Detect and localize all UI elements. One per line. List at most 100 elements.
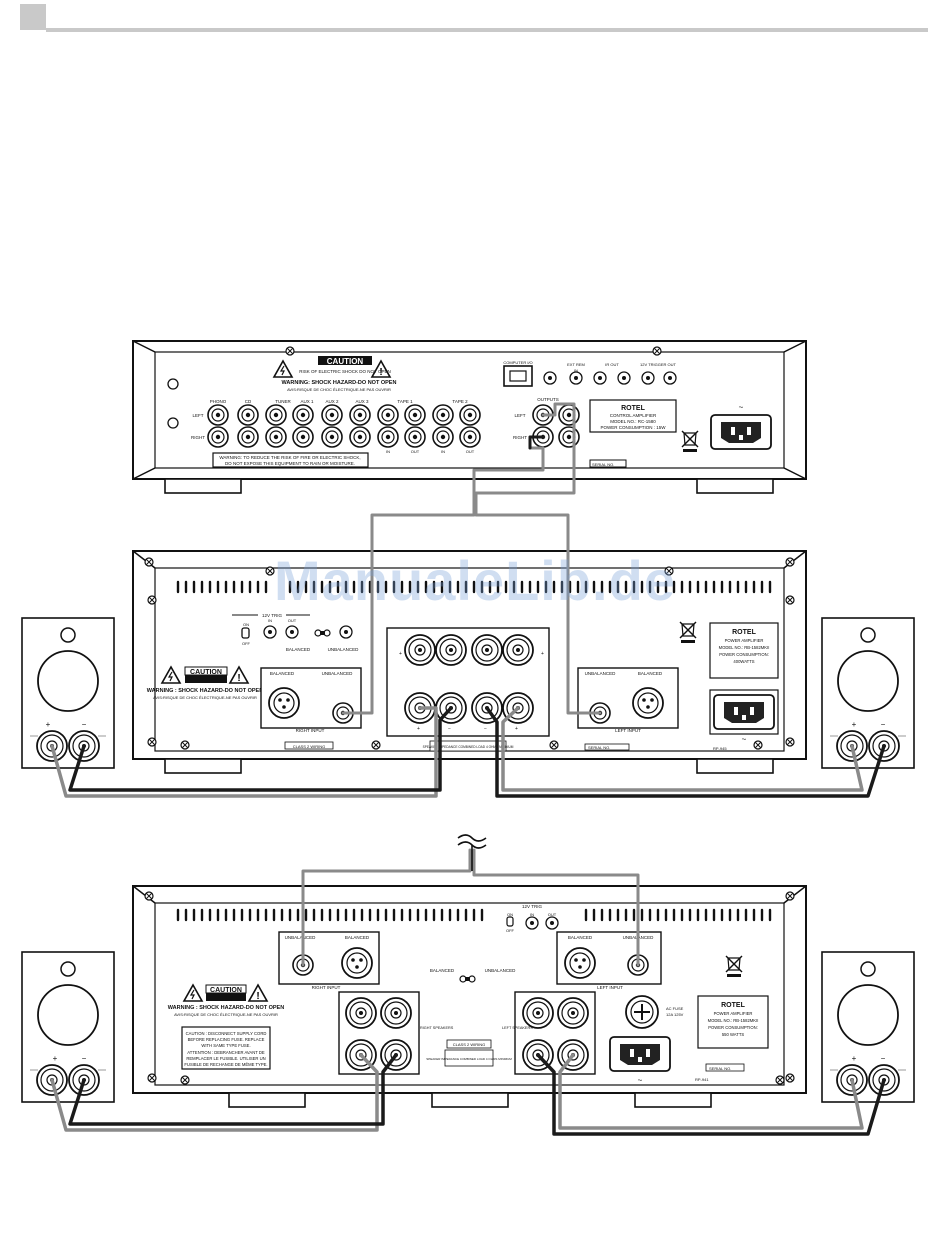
preamp-brand: ROTEL xyxy=(621,405,645,412)
warning-text: WARNING : SHOCK HAZARD-DO NOT OPEN xyxy=(147,688,263,694)
warning-text-fr: AVIS:RISQUE DE CHOC ÉLECTRIQUE-NE PAS OU… xyxy=(287,387,391,392)
speaker-minus-label: − xyxy=(881,1054,886,1063)
input-label-phono: PHONO xyxy=(210,399,227,404)
trigger-out-label: 12V TRIGGER OUT xyxy=(640,362,676,367)
ac-inlet[interactable] xyxy=(609,1036,671,1072)
tape1-out-label: OUT xyxy=(411,449,420,454)
input-label-aux3: AUX 3 xyxy=(355,399,369,404)
ac-inlet[interactable] xyxy=(710,414,772,450)
fuse-rating-1: AC FUSE xyxy=(666,1006,684,1011)
speaker-cable-left-positive xyxy=(50,706,438,798)
input-select-switch[interactable] xyxy=(314,629,331,637)
amp2-power-label: POWER CONSUMPTION: xyxy=(719,652,769,657)
right-xlr-input[interactable] xyxy=(268,687,300,719)
left-input-balanced-label: BALANCED xyxy=(568,935,593,940)
amp3-brand: ROTEL xyxy=(721,1002,745,1009)
left-xlr-input[interactable] xyxy=(632,687,664,719)
tape2-in-label: IN xyxy=(441,449,445,454)
terminal-plus-3: + xyxy=(417,726,420,732)
power-amplifier-two-channel-rear-panel: 12V TRIG ON OFF IN OUT BALANCED UNBALANC… xyxy=(132,550,807,774)
tape2-out-label: OUT xyxy=(466,449,475,454)
section-marker xyxy=(20,4,46,30)
ac-inlet[interactable] xyxy=(713,694,775,730)
trigger-in-jack[interactable] xyxy=(525,916,539,930)
speaker-right-bottom: + − xyxy=(822,952,914,1102)
left-channel-label: LEFT xyxy=(192,413,203,418)
interconnect-cable-left xyxy=(474,402,602,715)
speaker-minus-label: − xyxy=(881,720,886,729)
preamp-model: MODEL NO.: RC-1580 xyxy=(610,419,656,424)
trigger-out-jack[interactable] xyxy=(285,625,299,639)
speaker-cable-bottom-right-positive xyxy=(558,1053,864,1130)
fuse-caution-2: BEFORE REPLACING FUSE. REPLACE xyxy=(188,1037,265,1042)
ac-symbol: ~ xyxy=(638,1076,643,1085)
trigger-in-label: IN xyxy=(530,912,534,917)
outputs-label: OUTPUTS xyxy=(537,397,559,402)
amp2-brand: ROTEL xyxy=(732,629,756,636)
speaker-cable-bottom-left-positive xyxy=(50,1053,379,1132)
header-rule xyxy=(46,28,928,32)
trigger-in-jack[interactable] xyxy=(263,625,277,639)
speaker-minus-label: − xyxy=(82,720,87,729)
select-knob[interactable] xyxy=(339,625,353,639)
right-input-label: RIGHT INPUT xyxy=(312,985,341,990)
ir-out-label: IR OUT xyxy=(605,362,619,367)
serial-box xyxy=(589,459,627,468)
speaker-plus-label: + xyxy=(46,720,51,729)
ground-terminal[interactable] xyxy=(167,378,179,390)
amp3-type: POWER AMPLIFIER xyxy=(714,1011,753,1016)
vent-slots xyxy=(176,580,772,594)
trigger-out-jack[interactable] xyxy=(545,916,559,930)
right-xlr-input[interactable] xyxy=(341,947,373,979)
trigger-out-label: OUT xyxy=(548,912,557,917)
control-amplifier-rear-panel: CAUTION RISK OF ELECTRIC SHOCK DO NOT OP… xyxy=(132,340,807,494)
right-input-unbalanced-label: UNBALANCED xyxy=(322,671,354,676)
input-select-switch[interactable] xyxy=(459,975,476,983)
amp2-power-value: 400WATTS xyxy=(733,659,754,664)
trigger-in-label: IN xyxy=(268,618,272,623)
terminal-plus-2: + xyxy=(541,651,544,657)
rating-plate xyxy=(589,399,677,433)
speaker-left-bottom: + − xyxy=(22,952,114,1102)
left-input-balanced-label: BALANCED xyxy=(638,671,663,676)
ac-symbol: ~ xyxy=(739,403,744,412)
right-channel-label: RIGHT xyxy=(191,435,205,440)
input-label-tuner: TUNER xyxy=(275,399,291,404)
input-label-aux2: AUX 2 xyxy=(325,399,339,404)
caution-label-box xyxy=(318,356,372,365)
caution-text: RISK OF ELECTRIC SHOCK DO NOT OPEN xyxy=(299,369,390,374)
moisture-warning-box xyxy=(212,452,369,468)
speaker-plus-label: + xyxy=(852,1054,857,1063)
left-input-label: LEFT INPUT xyxy=(597,985,623,990)
balanced-switch-label: BALANCED xyxy=(286,647,311,652)
computer-io-label: COMPUTER I/O xyxy=(503,360,532,365)
warning-text-fr: AVIS:RISQUE DE CHOC ÉLECTRIQUE-NE PAS OU… xyxy=(174,1012,278,1017)
caution-title: CAUTION xyxy=(210,987,242,994)
terminal-minus-2: − xyxy=(484,726,487,732)
tape1-in-label: IN xyxy=(386,449,390,454)
left-xlr-input[interactable] xyxy=(564,947,596,979)
amp3-power-label: POWER CONSUMPTION: xyxy=(708,1025,758,1030)
input-label-tape1: TAPE 1 xyxy=(397,399,413,404)
fuse-caution-1: CAUTION : DISCONNECT SUPPLY CORD xyxy=(186,1031,267,1036)
speaker-plus-label: + xyxy=(53,1054,58,1063)
speaker-right-top: + − xyxy=(822,618,914,768)
right-speakers-label: RIGHT SPEAKERS xyxy=(420,1026,454,1030)
speaker-cable-right-positive xyxy=(501,706,864,792)
trigger-off-label: OFF xyxy=(506,928,515,933)
left-input-unbalanced-label: UNBALANCED xyxy=(585,671,617,676)
speaker-cable-left-negative xyxy=(68,706,453,792)
right-input-balanced-label: BALANCED xyxy=(270,671,295,676)
computer-io-port[interactable] xyxy=(503,365,533,387)
amp3-power-value: 550 WATTS xyxy=(722,1032,745,1037)
speaker-impedance-label: SPEAKER IMPEDANCE COMBINED LOAD 4 OHMS M… xyxy=(423,745,514,749)
amp2-serial: SERIAL NO. xyxy=(588,745,610,750)
trigger-switch[interactable] xyxy=(506,916,514,927)
terminal-plus-4: + xyxy=(515,726,518,732)
amp2-model: MODEL NO.: RB-1582MKII xyxy=(719,645,770,650)
trigger-switch[interactable] xyxy=(241,627,250,639)
preamp-power: POWER CONSUMPTION : 15W xyxy=(600,425,666,430)
amp2-type: POWER AMPLIFIER xyxy=(725,638,764,643)
warning-text: WARNING : SHOCK HAZARD-DO NOT OPEN xyxy=(168,1005,284,1011)
